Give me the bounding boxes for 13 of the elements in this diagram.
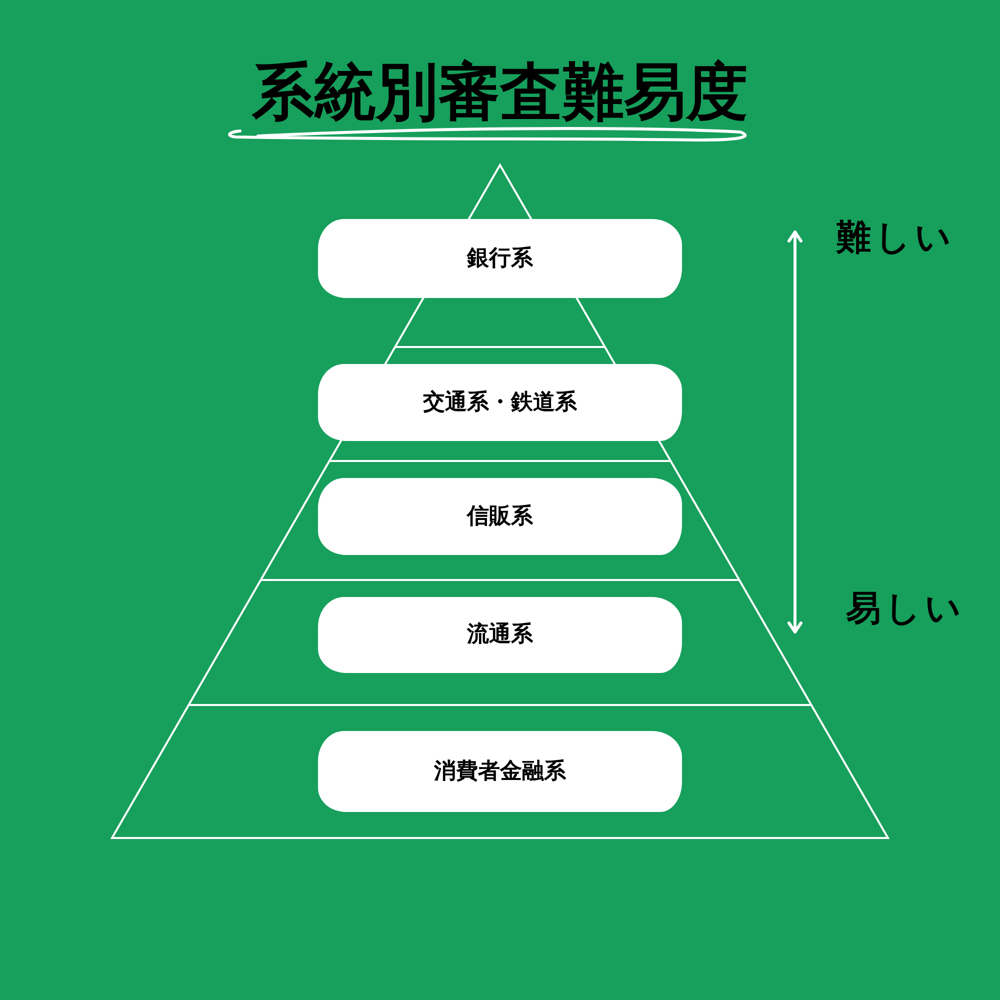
tier-label: 消費者金融系: [434, 758, 566, 786]
difficulty-label: 難しい: [836, 217, 955, 259]
tier-label: 交通系・鉄道系: [423, 388, 577, 416]
title: 系統別審査難易度: [250, 56, 749, 128]
tier-label: 流通系: [467, 621, 533, 649]
label-pill: [318, 597, 682, 673]
tier-label: 銀行系: [467, 244, 533, 272]
difficulty-label: 易しい: [846, 588, 965, 630]
label-pill: [318, 219, 682, 298]
label-pill: [318, 731, 682, 812]
tier-label: 信販系: [467, 502, 533, 530]
label-pill: [318, 478, 682, 555]
label-pill: [318, 364, 682, 441]
